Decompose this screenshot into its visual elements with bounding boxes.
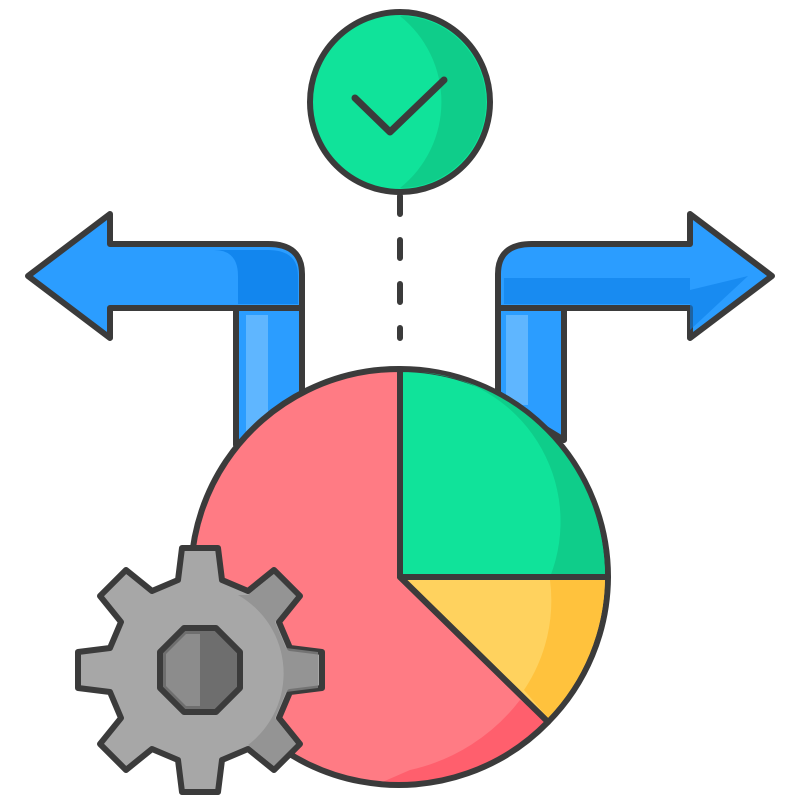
pie-slice-yellow-shade bbox=[524, 580, 605, 718]
left-arrow-icon bbox=[25, 211, 305, 448]
checkmark-icon bbox=[351, 76, 448, 136]
left-arrow-body bbox=[25, 211, 305, 341]
gear-icon bbox=[75, 545, 325, 795]
left-arrow-pipe-highlight bbox=[246, 315, 268, 443]
pie-slice-green bbox=[397, 366, 611, 580]
pie-slice-green-shade bbox=[420, 372, 606, 577]
gear-hub-highlight bbox=[166, 634, 200, 706]
check-badge-shade bbox=[400, 16, 486, 188]
right-arrow-icon bbox=[495, 211, 775, 443]
left-arrow-shade bbox=[214, 250, 298, 304]
check-badge-icon bbox=[307, 9, 493, 195]
right-arrow-pipe-highlight bbox=[506, 315, 528, 405]
pie-slice-coral-shade bbox=[380, 700, 548, 784]
right-arrow-shade bbox=[504, 276, 748, 330]
gear-shade bbox=[238, 574, 318, 766]
